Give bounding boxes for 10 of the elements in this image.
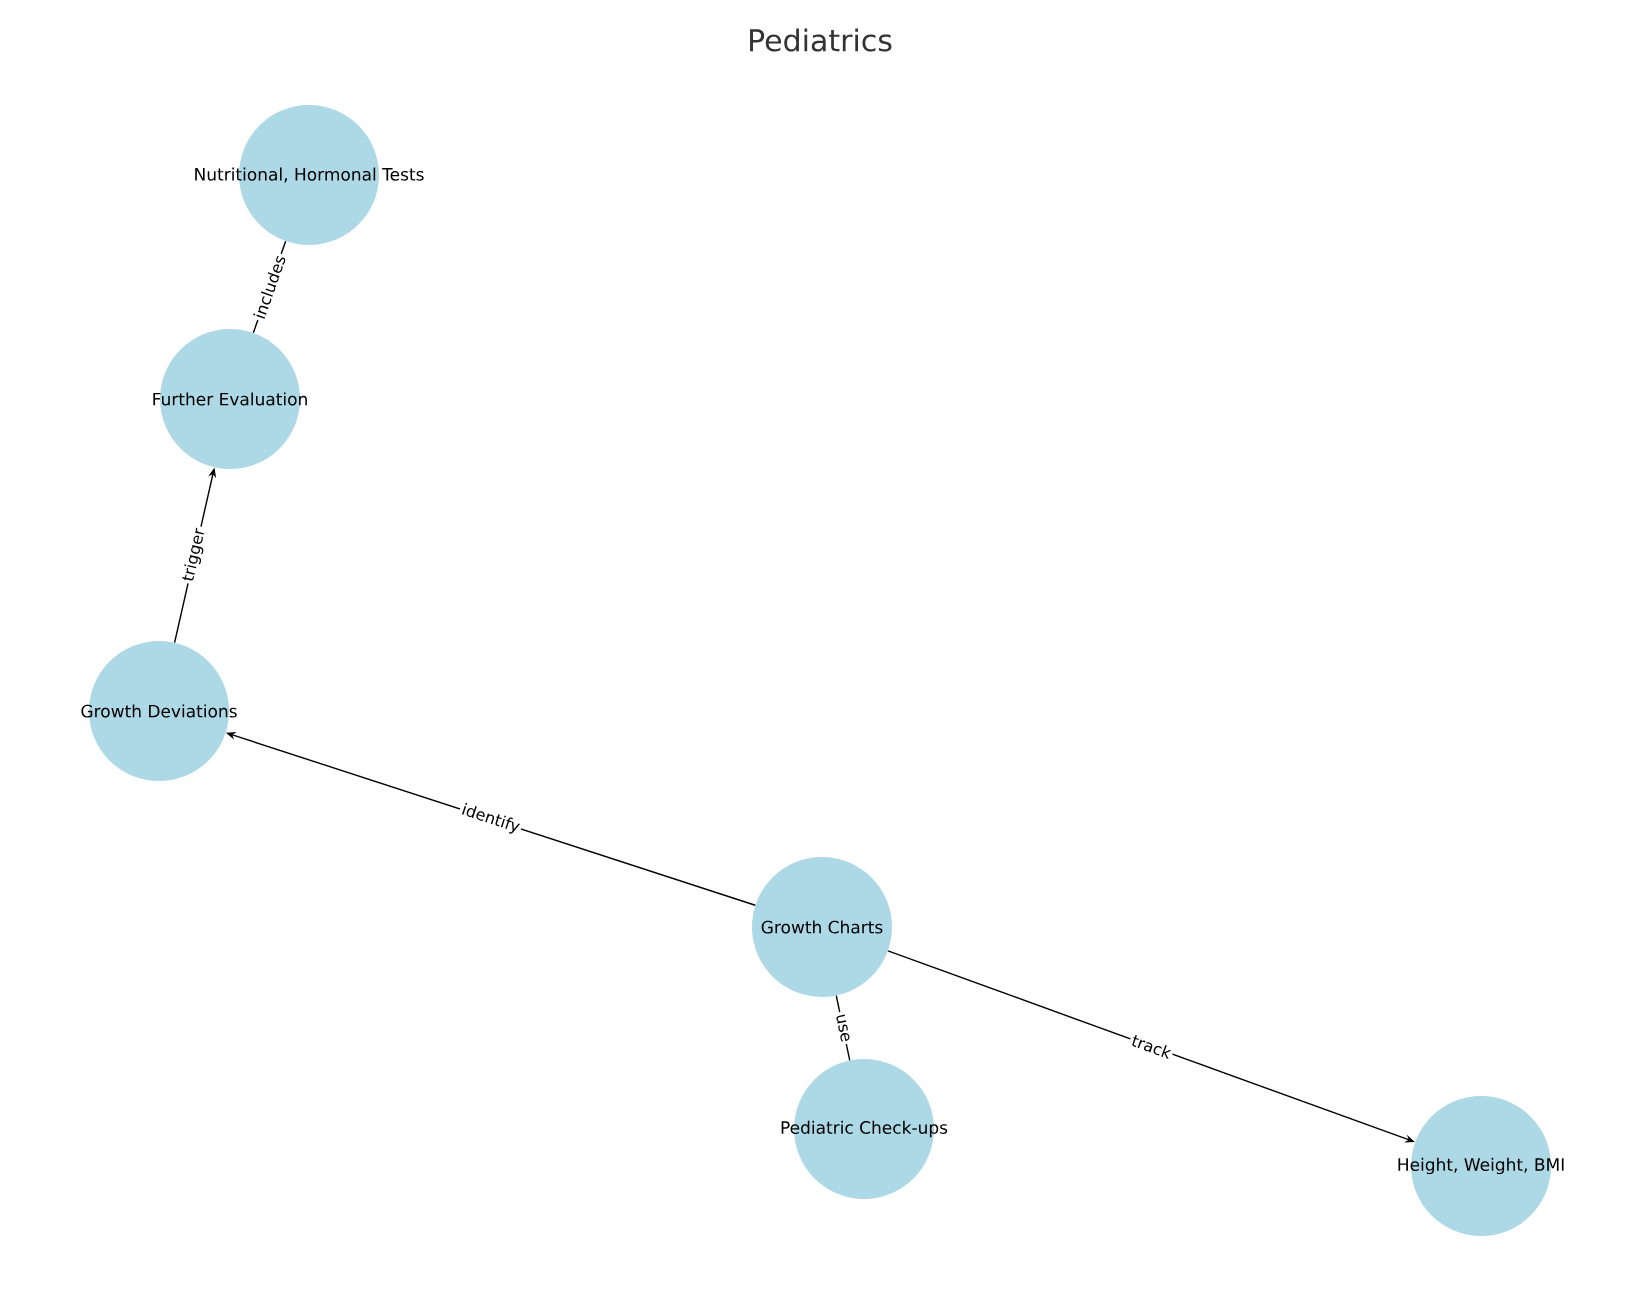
circle-node: Growth Charts bbox=[752, 857, 892, 997]
circle-node: Height, Weight, BMI bbox=[1398, 1096, 1564, 1236]
title: Pediatrics bbox=[750, 28, 892, 52]
circle-node: Growth Deviations bbox=[81, 641, 237, 781]
circle-node: Nutritional, Hormonal Tests bbox=[195, 105, 424, 245]
edge-label: use bbox=[833, 1010, 853, 1046]
edge-label: track bbox=[1127, 1031, 1176, 1062]
edge-label: trigger bbox=[178, 524, 211, 586]
circle-node: Pediatric Check-ups bbox=[781, 1059, 948, 1199]
circle-node: Further Evaluation bbox=[153, 329, 307, 469]
